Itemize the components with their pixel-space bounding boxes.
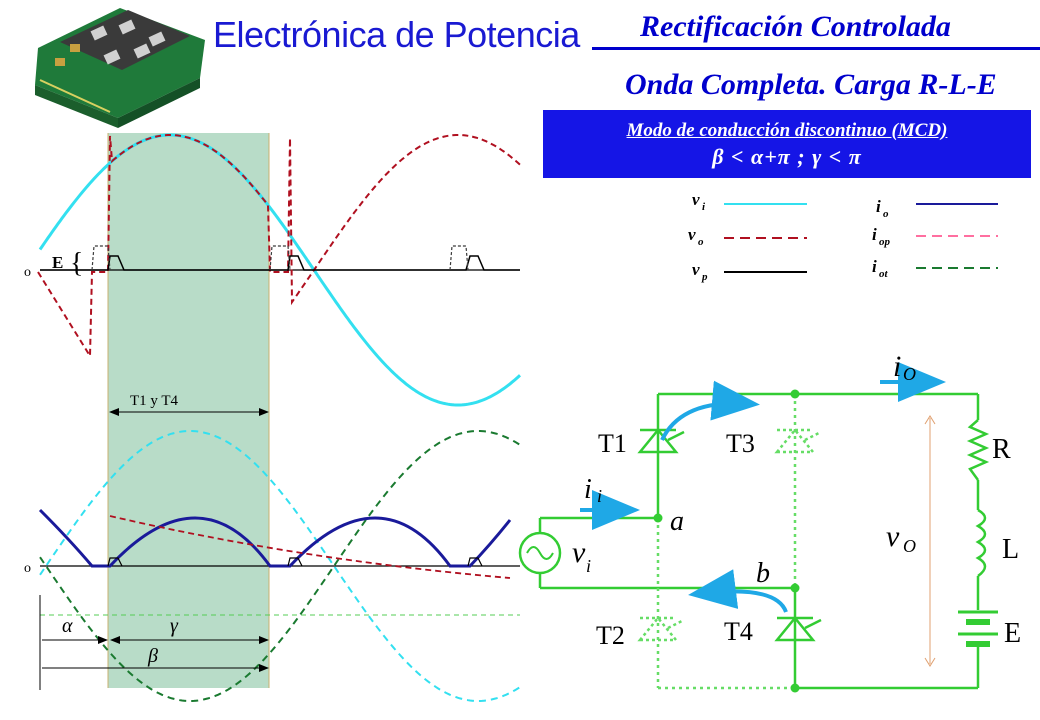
- iop-waveform: [39, 430, 521, 702]
- page-title: Electrónica de Potencia: [213, 14, 580, 55]
- svg-text:p: p: [701, 271, 708, 283]
- label-io: i: [893, 350, 901, 383]
- svg-text:op: op: [879, 236, 891, 248]
- label-vo-sub: O: [903, 536, 916, 556]
- t4-current-arrow: [688, 569, 788, 613]
- svg-text:o: o: [698, 236, 704, 248]
- gamma-label: γ: [170, 615, 179, 637]
- thyristor-t3: [774, 428, 822, 454]
- label-e: E: [1004, 618, 1021, 649]
- label-vi-sub: i: [586, 556, 591, 576]
- battery-e: [958, 610, 998, 647]
- label-t2: T2: [596, 621, 625, 650]
- bottom-waveforms: [38, 430, 521, 702]
- io-waveform: [38, 508, 512, 568]
- svg-text:v: v: [692, 260, 700, 279]
- legend-item-io: i o: [876, 197, 998, 220]
- label-a: a: [670, 506, 684, 537]
- legend: v i v o v p i o i op i ot: [688, 190, 998, 283]
- label-vi: v: [572, 536, 586, 569]
- thyristor-t4: [774, 616, 822, 642]
- svg-text:v: v: [688, 225, 696, 244]
- circuit-nodes: [653, 389, 800, 693]
- top-origin-label: o: [24, 265, 31, 280]
- label-ii-sub: i: [597, 486, 602, 506]
- decay-curve: [109, 515, 511, 579]
- off-branches: [656, 394, 797, 690]
- inductor-l: [975, 508, 987, 578]
- e-brace: {: [70, 248, 83, 279]
- svg-text:i: i: [702, 201, 706, 213]
- bottom-origin-label: o: [24, 561, 31, 576]
- legend-item-iot: i ot: [872, 257, 998, 280]
- topic-title: Rectificación Controlada: [640, 10, 951, 43]
- label-t1: T1: [598, 429, 627, 458]
- legend-item-iop: i op: [872, 225, 998, 248]
- label-b: b: [756, 558, 770, 589]
- conduction-band: [108, 133, 269, 688]
- mode-box: Modo de conducción discontinuo (MCD) β <…: [543, 110, 1031, 178]
- legend-item-vp: v p: [692, 260, 807, 283]
- conduction-label: T1 y T4: [130, 393, 179, 409]
- svg-text:o: o: [883, 208, 889, 220]
- legend-item-vi: v i: [692, 190, 807, 213]
- label-vo: v: [886, 520, 900, 553]
- thyristor-t1: [637, 428, 685, 454]
- beta-label: β: [147, 645, 158, 667]
- ac-source: [518, 531, 562, 575]
- label-io-sub: O: [903, 364, 916, 384]
- resistor-r: [966, 419, 990, 481]
- vp-steps: [91, 245, 469, 271]
- topic-subtitle: Onda Completa. Carga R-L-E: [625, 68, 997, 101]
- label-r: R: [992, 434, 1011, 465]
- t1-current-arrow: [660, 380, 760, 441]
- svg-text:v: v: [692, 190, 700, 209]
- title-divider: [592, 47, 1040, 50]
- mode-title: Modo de conducción discontinuo (MCD): [626, 120, 948, 141]
- svg-text:i: i: [872, 225, 877, 244]
- label-t4: T4: [724, 617, 753, 646]
- legend-item-vo: v o: [688, 225, 807, 248]
- iot-waveform: [39, 430, 521, 702]
- vp-pulses: [40, 255, 520, 271]
- svg-text:ot: ot: [879, 268, 889, 280]
- igbt-module-image: [35, 8, 205, 128]
- mode-condition: β < α+π ; γ < π: [712, 144, 862, 169]
- label-l: L: [1002, 534, 1019, 565]
- alpha-label: α: [62, 615, 73, 637]
- e-label: E: [52, 253, 63, 272]
- label-ii: i: [584, 474, 592, 505]
- bottom-pulses: [107, 557, 483, 567]
- top-waveforms: [37, 133, 522, 407]
- thyristor-t2: [637, 616, 685, 642]
- vo-waveform: [37, 134, 521, 360]
- svg-text:i: i: [876, 197, 881, 216]
- svg-text:i: i: [872, 257, 877, 276]
- label-t3: T3: [726, 429, 755, 458]
